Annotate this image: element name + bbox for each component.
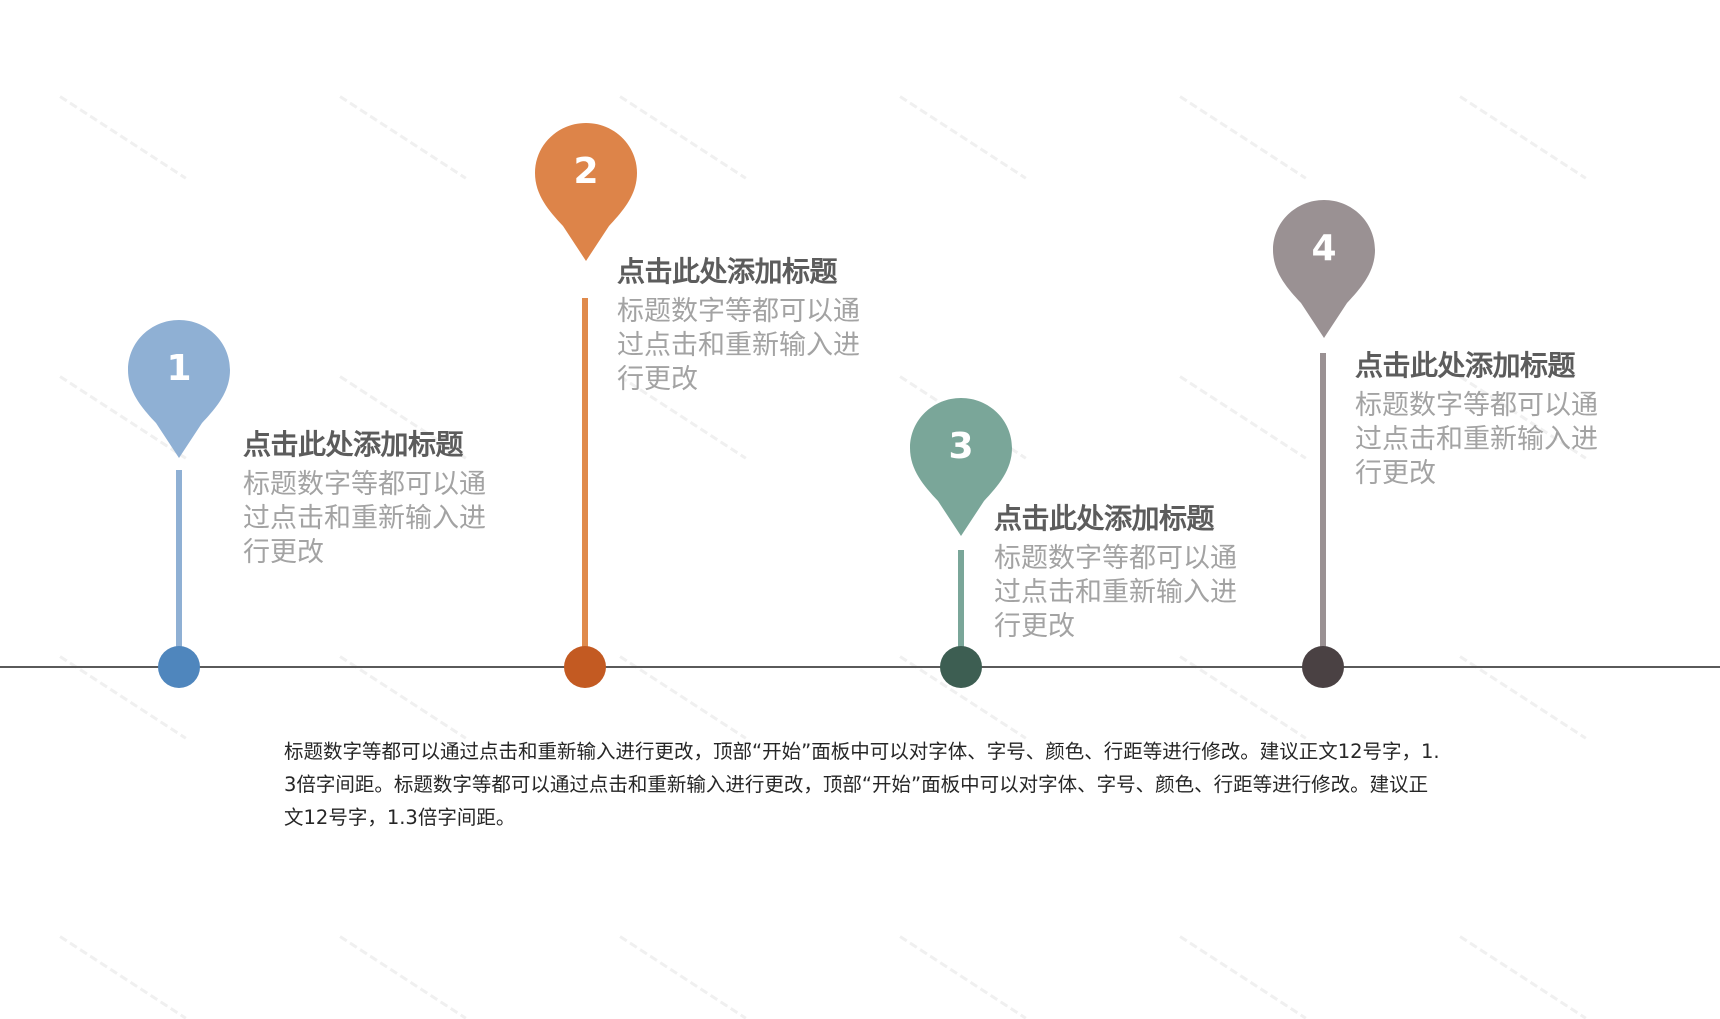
item-body[interactable]: 标题数字等都可以通过点击和重新输入进行更改 [243, 469, 486, 568]
map-pin-icon [910, 398, 1012, 536]
timeline-axis [0, 666, 1720, 668]
watermark [899, 935, 1027, 1019]
timeline-item-4: 点击此处添加标题 标题数字等都可以通过点击和重新输入进行更改 [1355, 349, 1625, 491]
pin-number: 2 [573, 151, 599, 192]
timeline-item-3: 点击此处添加标题 标题数字等都可以通过点击和重新输入进行更改 [994, 502, 1264, 644]
watermark [1459, 95, 1587, 180]
item-title[interactable]: 点击此处添加标题 [617, 255, 838, 288]
timeline-stem-3 [958, 550, 964, 667]
watermark [59, 935, 187, 1019]
timeline-stem-4 [1320, 353, 1326, 667]
watermark [339, 935, 467, 1019]
item-body[interactable]: 标题数字等都可以通过点击和重新输入进行更改 [617, 296, 860, 395]
map-pin-icon [535, 123, 637, 261]
timeline-node-4 [1302, 646, 1344, 688]
item-title[interactable]: 点击此处添加标题 [994, 502, 1215, 535]
map-pin-icon [1273, 200, 1375, 338]
item-title[interactable]: 点击此处添加标题 [1355, 349, 1576, 382]
timeline-slide: 1 点击此处添加标题 标题数字等都可以通过点击和重新输入进行更改 2 点击此处添… [0, 95, 1720, 1019]
map-pin-icon [128, 320, 230, 458]
map-pin-marker-4: 4 [1273, 200, 1375, 338]
pin-number: 1 [166, 348, 192, 389]
item-body[interactable]: 标题数字等都可以通过点击和重新输入进行更改 [1355, 390, 1598, 489]
watermark [339, 95, 467, 180]
watermark [899, 95, 1027, 180]
watermark [619, 95, 747, 180]
timeline-item-2: 点击此处添加标题 标题数字等都可以通过点击和重新输入进行更改 [617, 255, 887, 397]
timeline-stem-1 [176, 470, 182, 667]
map-pin-marker-1: 1 [128, 320, 230, 458]
description-paragraph[interactable]: 标题数字等都可以通过点击和重新输入进行更改，顶部“开始”面板中可以对字体、字号、… [284, 740, 1440, 829]
watermark [1459, 935, 1587, 1019]
timeline-node-2 [564, 646, 606, 688]
pin-number: 4 [1311, 228, 1337, 269]
timeline-item-1: 点击此处添加标题 标题数字等都可以通过点击和重新输入进行更改 [243, 428, 513, 570]
watermark [59, 95, 187, 180]
watermark [619, 935, 747, 1019]
item-body[interactable]: 标题数字等都可以通过点击和重新输入进行更改 [994, 543, 1237, 642]
timeline-node-3 [940, 646, 982, 688]
timeline-node-1 [158, 646, 200, 688]
map-pin-marker-2: 2 [535, 123, 637, 261]
watermark [1179, 375, 1307, 460]
timeline-stem-2 [582, 298, 588, 667]
watermark [1179, 935, 1307, 1019]
item-title[interactable]: 点击此处添加标题 [243, 428, 464, 461]
pin-number: 3 [948, 426, 974, 467]
map-pin-marker-3: 3 [910, 398, 1012, 536]
watermark [1179, 95, 1307, 180]
